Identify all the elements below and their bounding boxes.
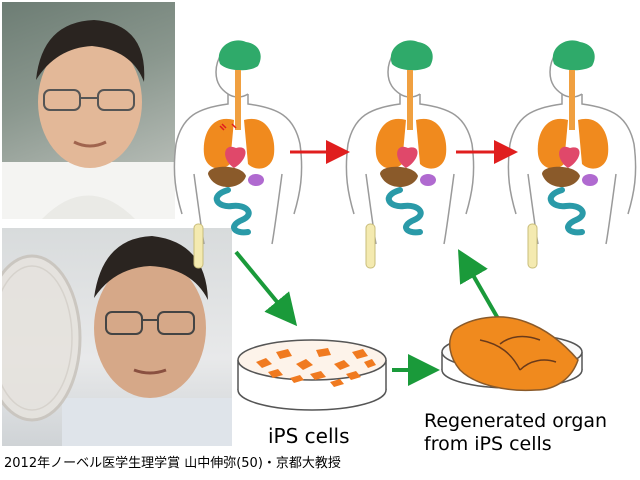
glasses-right xyxy=(97,89,135,111)
body-figure-healed xyxy=(508,40,635,268)
portrait-top-drawing xyxy=(2,20,175,219)
regenerated-organ xyxy=(448,316,579,392)
body-figure-damaged xyxy=(174,40,301,268)
damage-marks xyxy=(219,123,237,131)
regenerated-organ-label-line1: Regenerated organ xyxy=(424,410,608,432)
petri-dish-rim xyxy=(2,265,73,411)
hair xyxy=(36,20,145,82)
photo-caption: 2012年ノーベル医学生理学賞 山中伸弥(50)・京都大教授 xyxy=(4,456,341,471)
petri-dish-held xyxy=(2,254,82,422)
regenerated-organ-label-line2: from iPS cells xyxy=(424,433,552,455)
green-arrow-to-body xyxy=(458,249,502,323)
mouth xyxy=(133,368,167,375)
glasses-left xyxy=(105,311,143,335)
face xyxy=(38,36,142,168)
glasses-right xyxy=(157,311,195,335)
collar xyxy=(42,195,135,219)
portrait-photo-top xyxy=(2,2,175,219)
striped-shirt xyxy=(62,398,232,446)
ips-cells-dish xyxy=(237,339,387,411)
portrait-bottom-drawing xyxy=(2,236,232,446)
mouth xyxy=(73,140,107,148)
regenerated-organ-label: Regenerated organ from iPS cells xyxy=(424,410,607,456)
organ-vessels xyxy=(479,335,557,371)
regenerated-organ-dish xyxy=(441,316,583,392)
green-arrow-to-cells xyxy=(234,250,298,327)
glasses-left xyxy=(43,89,81,111)
ips-cells-label: iPS cells xyxy=(268,424,350,448)
face xyxy=(94,258,206,398)
hair xyxy=(94,236,208,300)
body-figure-transplant xyxy=(346,40,473,268)
